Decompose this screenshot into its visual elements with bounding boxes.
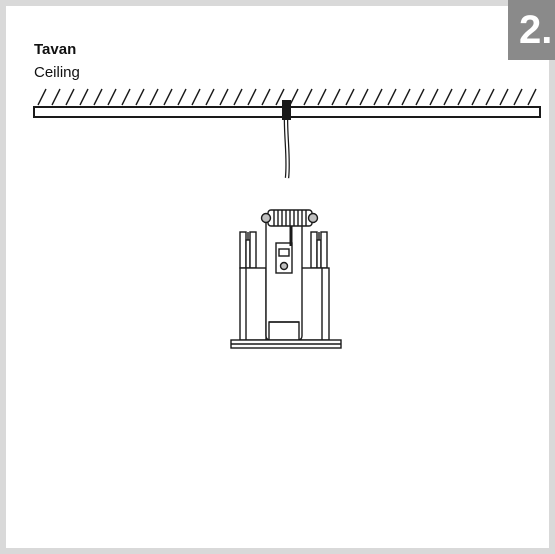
hatch-line xyxy=(387,88,397,106)
hatch-line xyxy=(415,88,425,106)
spring-coil xyxy=(260,209,319,227)
hatch-line xyxy=(261,88,271,106)
hatch-line xyxy=(499,88,509,106)
hatch-line xyxy=(471,88,481,106)
hatch-line xyxy=(247,88,257,106)
hatch-line xyxy=(359,88,369,106)
ceiling-label-primary: Tavan xyxy=(34,41,77,58)
ceiling-label-secondary: Ceiling xyxy=(34,64,80,81)
hatch-line xyxy=(429,88,439,106)
hatch-line xyxy=(345,88,355,106)
hatch-line xyxy=(219,88,229,106)
hatch-line xyxy=(457,88,467,106)
hatch-line xyxy=(331,88,341,106)
hatch-line xyxy=(289,88,299,106)
hatch-line xyxy=(485,88,495,106)
hatch-line xyxy=(79,88,89,106)
hatch-line xyxy=(373,88,383,106)
hatch-line xyxy=(513,88,523,106)
hatch-line xyxy=(205,88,215,106)
hatch-line xyxy=(317,88,327,106)
hatch-line xyxy=(401,88,411,106)
hatch-line xyxy=(37,88,47,106)
hatch-line xyxy=(135,88,145,106)
hatch-line xyxy=(107,88,117,106)
power-cable-icon xyxy=(282,100,291,179)
hatch-line xyxy=(303,88,313,106)
hatch-line xyxy=(149,88,159,106)
ceiling-hatching xyxy=(37,88,537,106)
hatch-line xyxy=(51,88,61,106)
hatch-line xyxy=(275,88,285,106)
right-spring-clip xyxy=(310,231,328,269)
hatch-line xyxy=(527,88,537,106)
hatch-line xyxy=(233,88,243,106)
downlight-fixture-icon xyxy=(230,209,342,349)
hatch-line xyxy=(191,88,201,106)
hatch-line xyxy=(163,88,173,106)
hatch-line xyxy=(93,88,103,106)
hatch-line xyxy=(443,88,453,106)
left-spring-clip xyxy=(239,231,257,269)
hatch-line xyxy=(177,88,187,106)
hatch-line xyxy=(121,88,131,106)
step-number-badge: 2. xyxy=(508,0,555,60)
hatch-line xyxy=(65,88,75,106)
